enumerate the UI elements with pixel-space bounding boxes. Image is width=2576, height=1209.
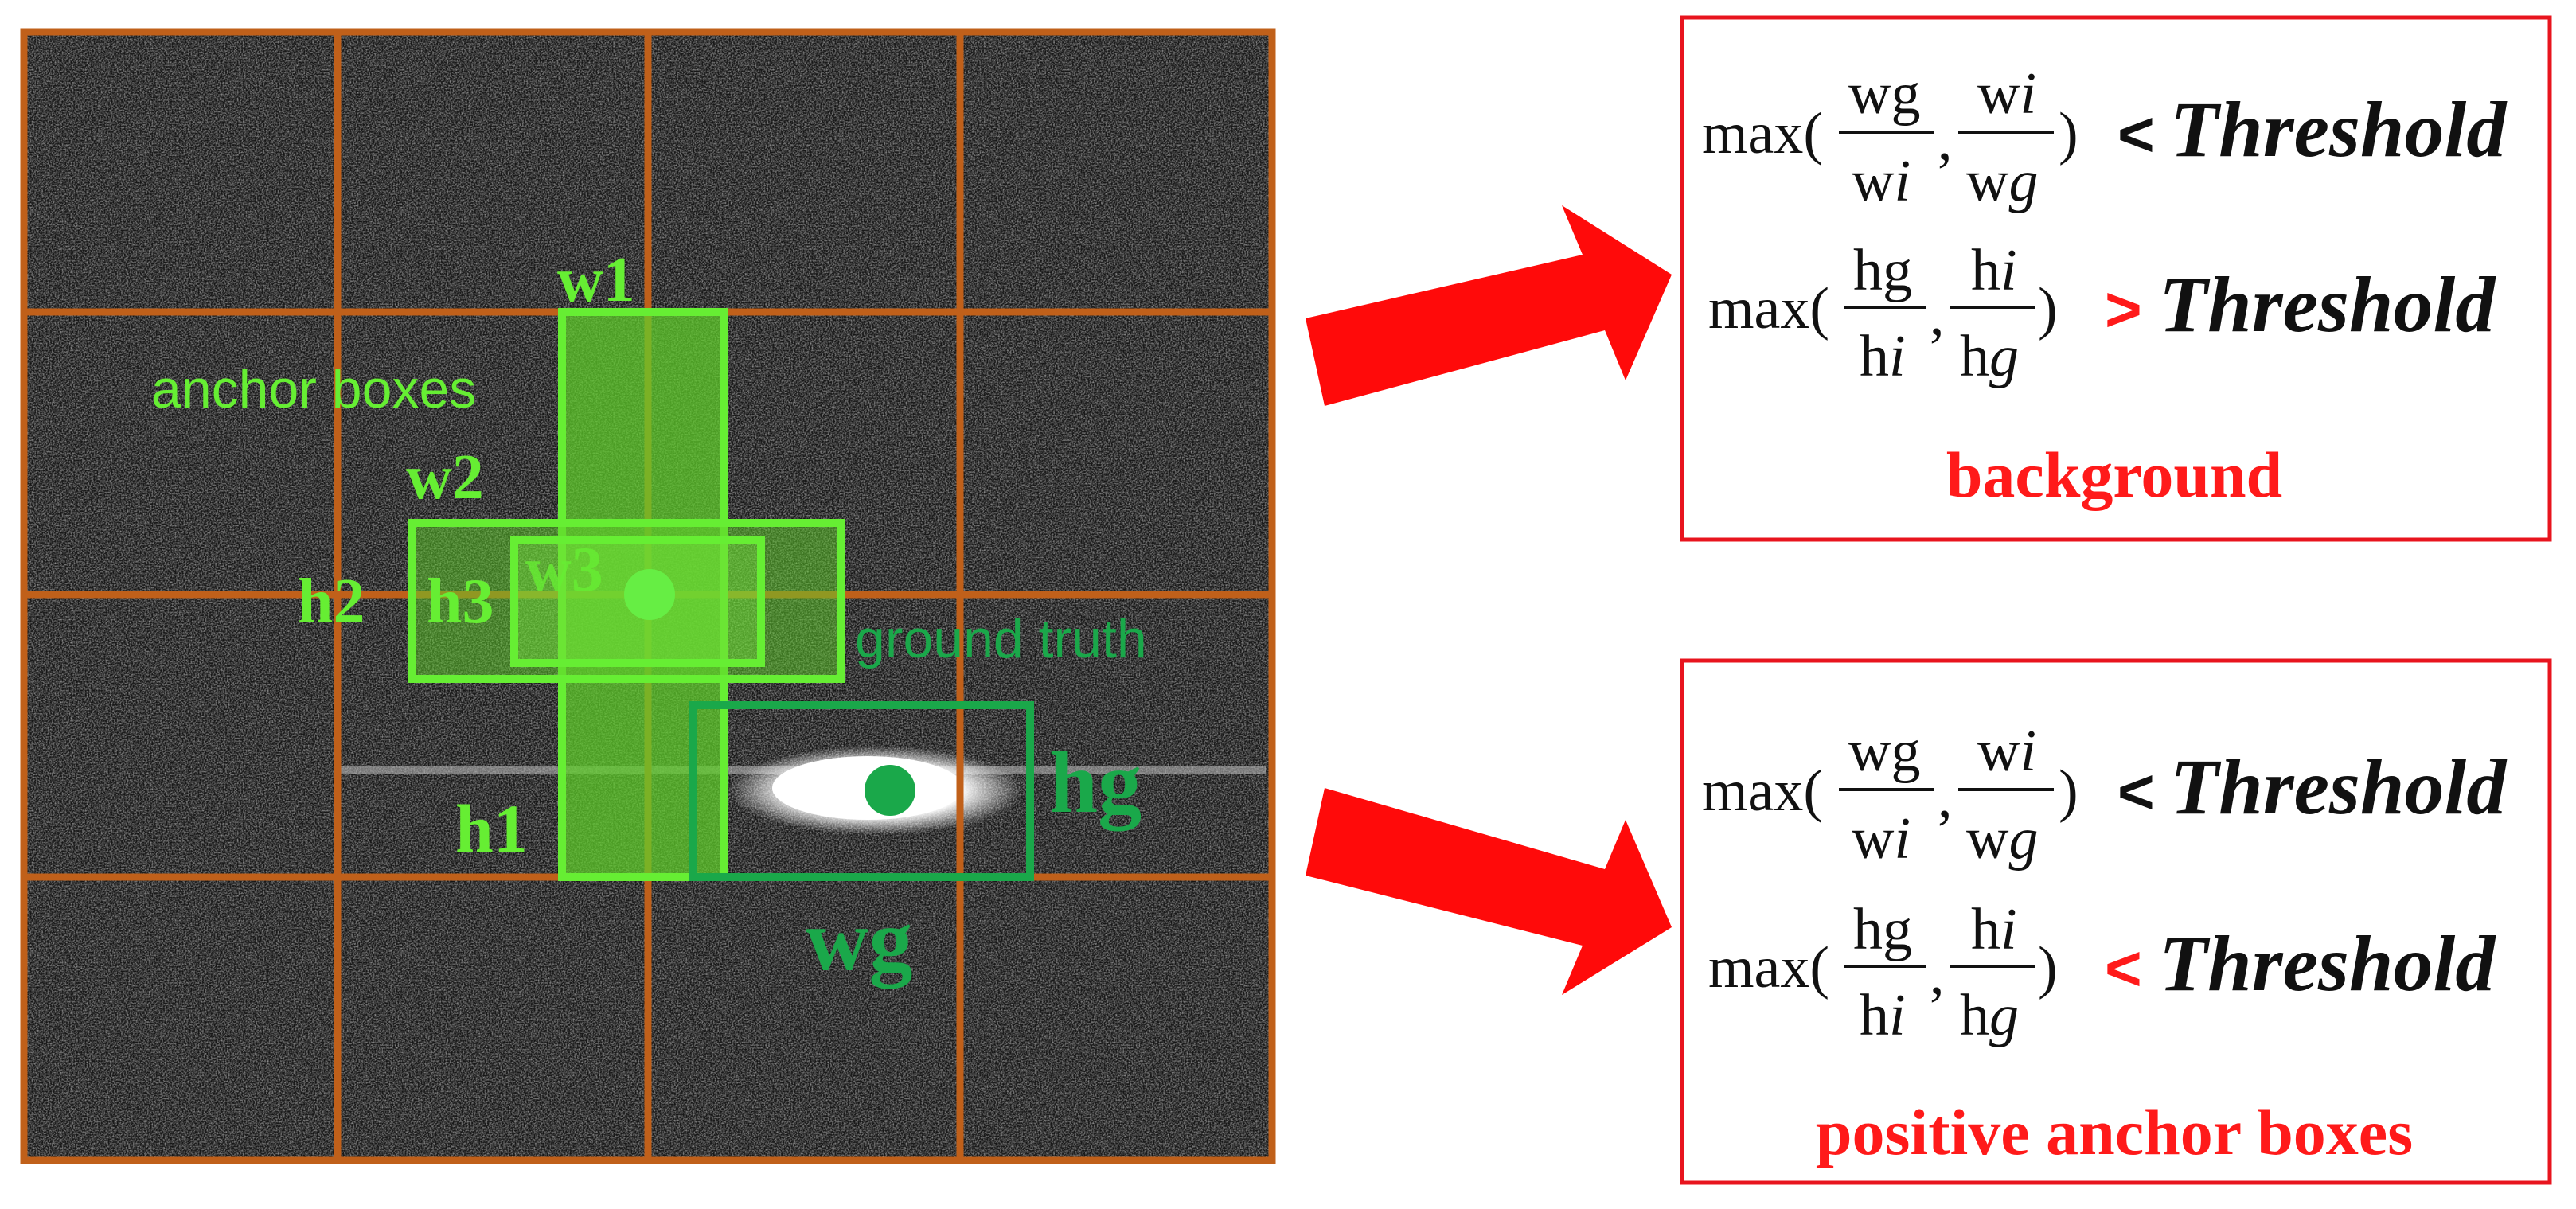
label-ground-truth: ground truth — [855, 609, 1147, 669]
label-h2: h2 — [298, 567, 365, 637]
close-paren: ) — [2038, 276, 2058, 341]
box-frame — [1680, 658, 2552, 1185]
comma: , — [1930, 942, 1945, 1007]
background-condition-box: max( wg wi , wi wg ) < Threshold max( hg… — [1680, 15, 2552, 542]
numerator: hi — [1971, 897, 2017, 962]
comma: , — [1938, 765, 1953, 830]
operator: < — [2117, 99, 2155, 170]
numerator: wg — [1848, 61, 1920, 127]
result-label: background — [1946, 439, 2282, 511]
label-w1: w1 — [557, 245, 635, 315]
denominator: hi — [1860, 983, 1906, 1048]
numerator: hg — [1853, 238, 1912, 303]
height-ratio-formula: max( hg hi , hi hg ) — [1708, 897, 2058, 1048]
close-paren: ) — [2059, 101, 2078, 166]
numerator: hi — [1971, 238, 2017, 303]
operator: < — [2117, 756, 2155, 827]
positive-condition-box: max( wg wi , wi wg ) < Threshold max( hg… — [1680, 658, 2552, 1185]
max-label: max( — [1702, 759, 1823, 824]
denominator: hg — [1960, 983, 2019, 1048]
ground-truth-center-dot — [865, 765, 915, 816]
threshold-label: Threshold — [2159, 919, 2496, 1008]
denominator: wg — [1966, 149, 2038, 214]
operator: < — [2105, 933, 2142, 1004]
height-ratio-formula: max( hg hi , hi hg ) — [1708, 238, 2058, 389]
close-paren: ) — [2038, 935, 2058, 1000]
infrared-image-panel: w1 anchor boxes w2 h2 h3 w3 ground truth… — [20, 28, 1276, 1164]
arrow-to-positive — [1306, 788, 1672, 995]
width-ratio-formula: max( wg wi , wi wg ) — [1702, 719, 2078, 872]
numerator: hg — [1853, 897, 1912, 962]
operator: > — [2105, 274, 2142, 345]
max-label: max( — [1708, 276, 1829, 341]
label-w2: w2 — [406, 443, 484, 513]
max-label: max( — [1708, 935, 1829, 1000]
comma: , — [1938, 107, 1953, 173]
label-h3: h3 — [427, 567, 494, 637]
threshold-label: Threshold — [2170, 743, 2508, 831]
close-paren: ) — [2059, 759, 2078, 824]
numerator: wg — [1848, 719, 1920, 784]
max-label: max( — [1702, 101, 1823, 166]
label-h1: h1 — [455, 790, 528, 867]
numerator: wi — [1977, 61, 2036, 127]
result-label: positive anchor boxes — [1816, 1096, 2413, 1168]
numerator: wi — [1977, 719, 2036, 784]
width-ratio-formula: max( wg wi , wi wg ) — [1702, 61, 2078, 214]
denominator: wi — [1852, 806, 1911, 872]
denominator: hi — [1860, 324, 1906, 389]
threshold-label: Threshold — [2170, 85, 2508, 174]
threshold-label: Threshold — [2159, 260, 2496, 349]
label-wg: wg — [806, 891, 912, 989]
arrow-to-background — [1306, 205, 1672, 406]
label-hg: hg — [1049, 734, 1142, 831]
denominator: wi — [1852, 149, 1911, 214]
box-frame — [1680, 15, 2552, 542]
anchor-center-dot — [624, 569, 675, 620]
denominator: wg — [1966, 806, 2038, 872]
label-w3: w3 — [525, 535, 603, 605]
label-anchor-boxes: anchor boxes — [151, 359, 476, 419]
ground-truth-box — [689, 701, 1034, 881]
comma: , — [1930, 283, 1945, 348]
denominator: hg — [1960, 324, 2019, 389]
